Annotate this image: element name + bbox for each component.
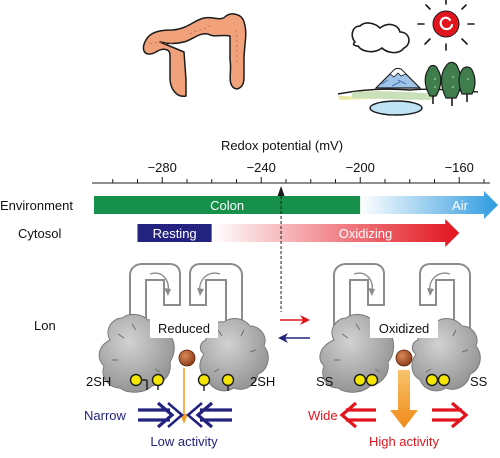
axis-tick-label: −160 [445,160,474,175]
air-label: Air [452,198,469,213]
oxidized-substrate [395,349,413,367]
oxidized-white-box [370,318,438,338]
axis-tick-label: −240 [247,160,276,175]
oxidized-left-ring-arm [333,263,385,331]
oxidizing-label: Oxidizing [339,226,392,241]
oxidized-gate-label: Wide [308,408,338,423]
reduced-right-thiol-pair [197,373,235,391]
redox-marker [277,186,285,312]
reduced-left-thiol-pair [129,373,165,390]
sun-icon [417,0,475,51]
oxidized-state-label: Oxidized [379,321,430,336]
environment-label: Environment [0,198,73,213]
oxidized-right-thiol-label: SS [470,374,488,389]
reduced-left-thiol-label: 2SH [86,374,111,389]
reduced-narrow-arrows [138,401,232,429]
lake-icon [369,100,423,116]
axis-tick-label: −200 [346,160,375,175]
oxidized-activity-label: High activity [369,434,440,449]
reduced-gate-label: Narrow [84,408,127,423]
axis-tick-label: −280 [148,160,177,175]
oxidized-left-thiol-label: SS [316,374,334,389]
air-arrow [360,191,498,219]
oxidized-lon-complex: Oxidized SS SS Wide High activity [308,263,488,449]
resting-bar [137,224,212,242]
lon-label: Lon [34,318,56,333]
oxidized-right-disulfide [425,373,451,387]
reduced-activity-label: Low activity [150,434,218,449]
equilibrium-arrows [278,315,310,343]
reduced-substrate [178,349,196,367]
colon-bar [94,196,361,214]
oxidized-left-disulfide [353,373,379,387]
reduced-right-thiol-label: 2SH [250,374,275,389]
axis-tick-labels: −280 −240 −200 −160 [148,160,474,175]
reduced-white-box [150,318,218,338]
reduced-state-label: Reduced [158,321,210,336]
oxidized-activity-arrow [390,370,418,428]
colon-label: Colon [210,198,244,213]
cytosol-label: Cytosol [18,226,61,241]
reduced-left-ring-arm [129,263,181,331]
reduced-lon-complex: Reduced 2SH 2SH Nar [84,263,275,449]
axis-title: Redox potential (mV) [221,138,343,153]
oxidizing-arrow [211,219,460,247]
reduced-right-ring-arm [189,263,243,331]
tree-icon [424,61,476,106]
axis-ticks [112,177,485,183]
oxidized-wide-arrows [339,401,469,429]
cloud-icon [351,22,410,54]
colon-organ-icon [142,13,247,97]
resting-label: Resting [153,226,197,241]
